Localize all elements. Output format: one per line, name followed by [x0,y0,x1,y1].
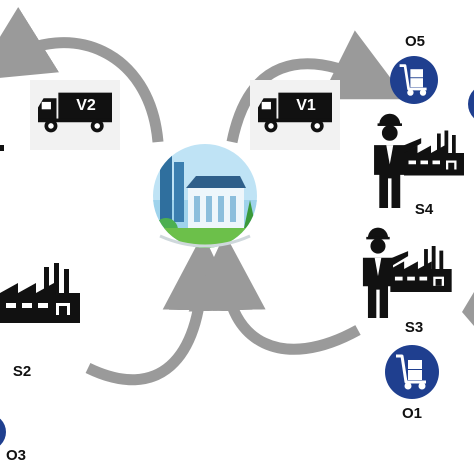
supplier-s3-label: S3 [405,319,423,336]
vehicle-v2-label: V2 [76,97,96,114]
arrow-plant-to-s4-top [226,30,407,144]
arrow-s2-to-plant [85,233,240,386]
cropped-icon-left [0,145,4,151]
supplier-s2-label: S2 [13,363,31,380]
arrow-plant-to-s2-top [0,6,164,143]
factory-icon [404,130,464,176]
supplier-s4-label: S4 [415,201,434,218]
eco-plant-icon [159,234,251,248]
order-o3: O3 [0,418,26,464]
vehicle-v1-label: V1 [296,97,316,114]
order-o5-label: O5 [405,33,425,50]
order-o1: O1 [385,345,439,422]
cropped-badge-right [468,89,474,119]
vehicle-v1-tile: V1 [250,80,340,150]
flow-arrows [0,6,407,386]
order-o3-label: O3 [6,447,26,464]
supplier-s3: S3 [362,227,452,336]
central-plant [153,144,257,248]
order-o1-label: O1 [402,405,422,422]
supplier-s4: S4 [374,113,464,218]
factory-icon [0,263,80,323]
arrow-s3-to-plant [188,233,361,355]
vehicle-v2-tile: V2 [30,80,120,150]
factory-icon [390,246,452,292]
cropped-arrow-right [462,292,474,326]
supplier-s2: S2 [0,263,80,380]
order-o5: O5 [390,33,438,104]
